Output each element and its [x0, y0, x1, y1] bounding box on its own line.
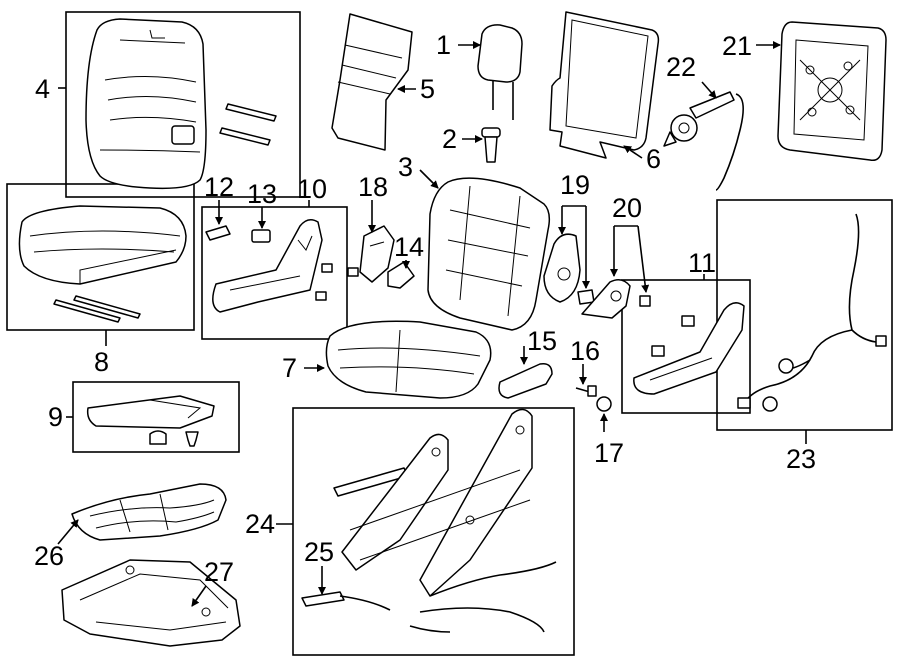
callout-1: 1 [436, 30, 451, 60]
callout-15: 15 [527, 326, 557, 356]
hinge-cover-18-part [347, 225, 395, 283]
callout-8: 8 [94, 347, 109, 377]
callout-7: 7 [282, 353, 297, 383]
handle-15-part [498, 362, 553, 399]
callout-4: 4 [35, 74, 50, 104]
callout-24: 24 [245, 509, 275, 539]
leader-lines [57, 41, 807, 607]
box-trim-10 [201, 206, 348, 340]
callout-26: 26 [34, 541, 64, 571]
release-cable-part [663, 91, 744, 191]
box-track-24 [292, 407, 575, 656]
callout-25: 25 [304, 537, 334, 567]
side-trim-10-part [212, 219, 333, 313]
seatback-pad-part [427, 177, 551, 331]
callout-13: 13 [247, 179, 277, 209]
callout-27: 27 [204, 557, 234, 587]
box-harness-23 [716, 199, 893, 431]
callout-18: 18 [358, 172, 388, 202]
box-cushion-cover-8 [6, 183, 195, 331]
cushion-cover-part [18, 205, 187, 323]
bolt-16-part [575, 385, 597, 397]
callout-14: 14 [394, 232, 424, 262]
hinge-trim-20-part [581, 279, 651, 319]
wire-harness-part [737, 213, 887, 412]
spring-mat-part [71, 483, 227, 541]
callout-16: 16 [570, 336, 600, 366]
callout-2: 2 [442, 124, 457, 154]
callout-12: 12 [204, 172, 234, 202]
seat-cushion-part [325, 320, 492, 399]
callout-21: 21 [722, 31, 752, 61]
callout-22: 22 [666, 52, 696, 82]
back-frame-part [549, 11, 660, 159]
seat-heater-part [86, 395, 215, 447]
callout-6: 6 [646, 144, 661, 174]
hinge-cover-14-part [387, 261, 415, 289]
callout-17: 17 [594, 438, 624, 468]
headrest-guide-part [481, 127, 501, 163]
callout-20: 20 [612, 193, 642, 223]
box-trim-11 [621, 279, 751, 414]
side-trim-11-part [633, 302, 745, 395]
seatback-frame-part [777, 21, 887, 162]
cap-17-part [596, 396, 612, 412]
callout-19: 19 [560, 170, 590, 200]
hinge-cover-19-part [543, 233, 595, 305]
clip-13-part [251, 229, 271, 243]
callout-10: 10 [297, 174, 327, 204]
callout-11: 11 [688, 248, 716, 278]
headrest-part [477, 24, 523, 120]
callout-9: 9 [48, 402, 63, 432]
clip-12-part [205, 225, 231, 241]
cushion-frame-part [61, 559, 241, 647]
back-pad-part [331, 13, 413, 151]
callout-3: 3 [398, 152, 413, 182]
seat-back-cover-part [85, 18, 277, 190]
callout-5: 5 [420, 74, 435, 104]
callout-23: 23 [786, 444, 816, 474]
box-cover-4 [65, 11, 301, 198]
seat-track-part [301, 408, 557, 633]
